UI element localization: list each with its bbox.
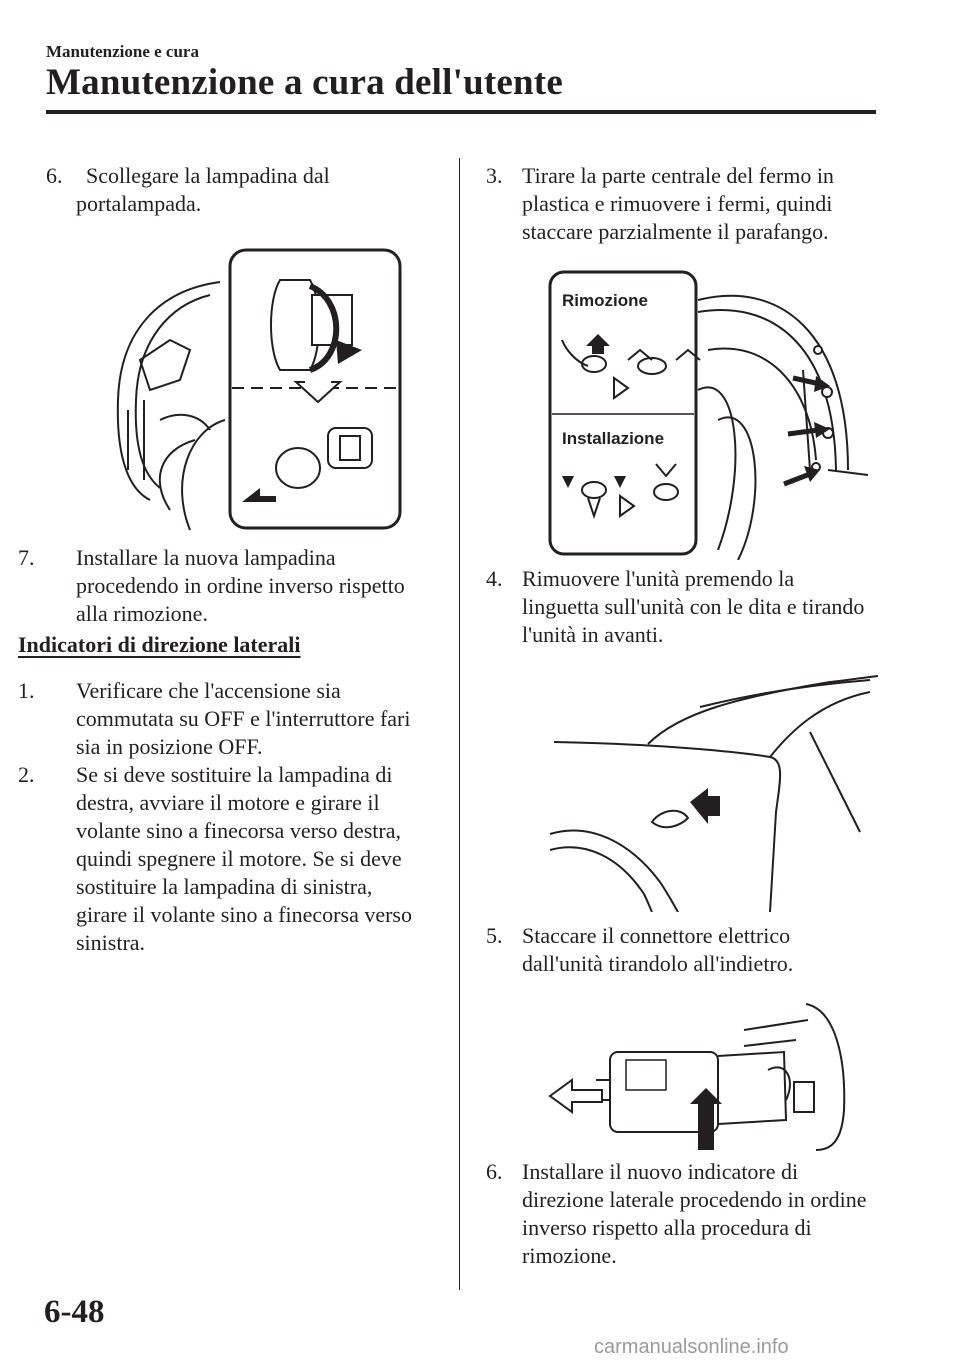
fender-figure bbox=[540, 672, 880, 912]
clip-illustration: Rimozione Installazione bbox=[548, 270, 868, 560]
step-line: portalampada. bbox=[76, 191, 202, 216]
step-line: rimozione. bbox=[522, 1243, 617, 1268]
bulb-removal-illustration bbox=[116, 248, 402, 531]
step-line: sia in posizione OFF. bbox=[76, 734, 263, 759]
step-line: Rimuovere l'unità premendo la bbox=[522, 566, 795, 591]
section-label: Manutenzione e cura bbox=[46, 42, 199, 61]
step-number: 2. bbox=[18, 762, 35, 787]
step-line: girare il volante sino a finecorsa verso bbox=[76, 902, 412, 927]
step-line: staccare parzialmente il parafango. bbox=[522, 219, 829, 244]
step-line: dall'unità tirandolo all'indietro. bbox=[522, 951, 794, 976]
step-line: Verificare che l'accensione sia bbox=[76, 678, 341, 703]
step-number: 7. bbox=[18, 545, 35, 570]
step-number: 3. bbox=[486, 163, 503, 188]
connector-figure bbox=[546, 1000, 856, 1160]
step-number: 1. bbox=[18, 678, 35, 703]
step-line: volante sino a finecorsa verso destra, bbox=[76, 818, 401, 843]
installation-label: Installazione bbox=[562, 429, 664, 448]
step-line: sinistra. bbox=[76, 930, 146, 955]
step-number: 5. bbox=[486, 923, 503, 948]
step-line: sostituire la lampadina di sinistra, bbox=[76, 874, 373, 899]
connector-illustration bbox=[548, 1003, 846, 1151]
step-line: Installare il nuovo indicatore di bbox=[522, 1159, 799, 1184]
watermark-link[interactable]: carmanualsonline.info bbox=[594, 1336, 789, 1358]
header-rule bbox=[46, 110, 876, 114]
step-line: linguetta sull'unità con le dita e tiran… bbox=[522, 594, 865, 619]
step-line: l'unità in avanti. bbox=[522, 622, 664, 647]
step-line: Tirare la parte centrale del fermo in bbox=[522, 163, 834, 188]
bulb-removal-figure bbox=[100, 240, 410, 540]
step-line: alla rimozione. bbox=[76, 601, 208, 626]
step-number: 4. bbox=[486, 566, 503, 591]
step-line: quindi spegnere il motore. Se si deve bbox=[76, 846, 402, 871]
column-divider bbox=[459, 158, 460, 1290]
step-line: destra, avviare il motore e girare il bbox=[76, 790, 380, 815]
step-line: Staccare il connettore elettrico bbox=[522, 923, 791, 948]
removal-label: Rimozione bbox=[562, 291, 648, 310]
step-number: 6. bbox=[46, 163, 63, 188]
step-line: commutata su OFF e l'interruttore fari bbox=[76, 706, 411, 731]
step-line: direzione laterale procedendo in ordine bbox=[522, 1187, 867, 1212]
step-line: inverso rispetto alla procedura di bbox=[522, 1215, 812, 1240]
subsection-title: Indicatori di direzione laterali bbox=[18, 632, 301, 657]
step-number: 6. bbox=[486, 1159, 503, 1184]
page-title: Manutenzione a cura dell'utente bbox=[46, 62, 563, 103]
step-line: Installare la nuova lampadina bbox=[76, 545, 336, 570]
clip-figure: Rimozione Installazione bbox=[548, 270, 868, 560]
step-line: Scollegare la lampadina dal bbox=[86, 163, 330, 188]
fender-illustration bbox=[549, 675, 879, 912]
step-line: Se si deve sostituire la lampadina di bbox=[76, 762, 393, 787]
page-number: 6-48 bbox=[44, 1294, 105, 1330]
step-line: procedendo in ordine inverso rispetto bbox=[76, 573, 405, 598]
step-line: plastica e rimuovere i fermi, quindi bbox=[522, 191, 833, 216]
